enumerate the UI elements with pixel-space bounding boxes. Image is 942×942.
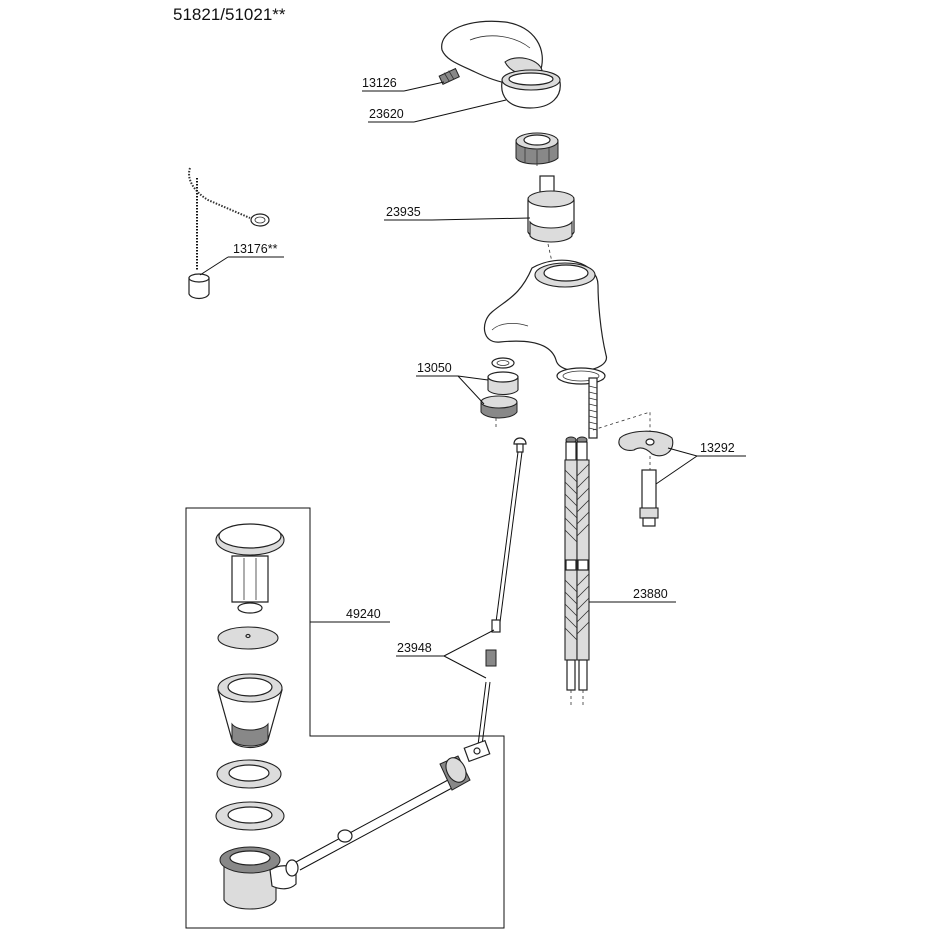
cartridge	[527, 175, 575, 263]
cartridge-nut	[515, 132, 559, 166]
set-screw	[438, 67, 460, 85]
part-label-49240: 49240	[346, 607, 381, 621]
flexible-hoses	[564, 436, 590, 705]
part-label-23948: 23948	[397, 641, 432, 655]
model-number-title: 51821/51021**	[173, 5, 286, 24]
pop-up-rod	[477, 437, 527, 746]
part-label-23880: 23880	[633, 587, 668, 601]
part-label-23620: 23620	[369, 107, 404, 121]
fixing-set	[592, 411, 674, 527]
chain-and-plug	[188, 167, 270, 300]
cap-ring	[501, 69, 561, 109]
part-label-13292: 13292	[700, 441, 735, 455]
waste-assembly	[215, 523, 491, 910]
threaded-stud	[588, 377, 598, 439]
faucet-body	[483, 259, 607, 385]
part-label-13176: 13176**	[233, 242, 278, 256]
part-label-13126: 13126	[362, 76, 397, 90]
part-label-13050: 13050	[417, 361, 452, 375]
leader-lines	[199, 81, 746, 679]
waste-assembly-outline	[185, 507, 505, 929]
aerator-set	[480, 357, 519, 428]
lever-handle	[441, 20, 543, 85]
part-label-23935: 23935	[386, 205, 421, 219]
